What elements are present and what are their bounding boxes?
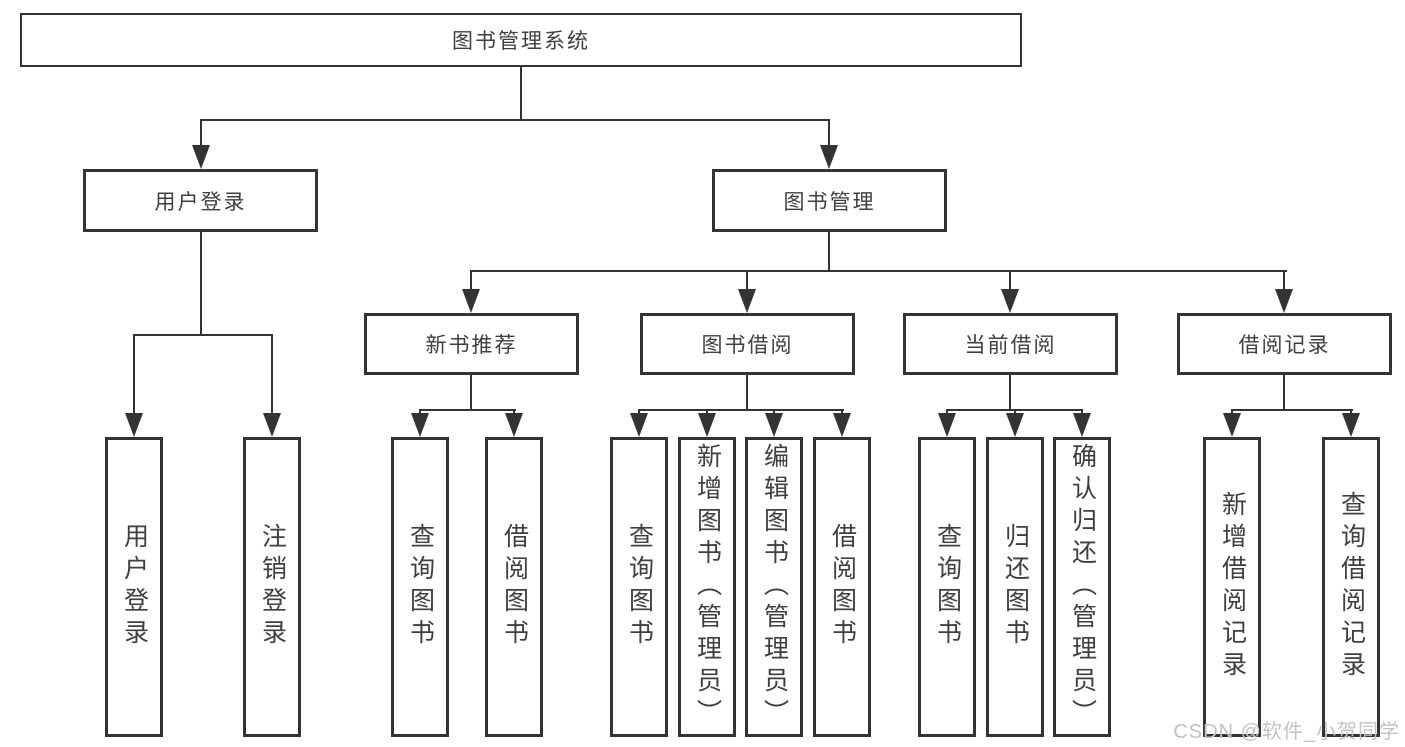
leaf-label: 注销登录 (258, 523, 287, 651)
node-leaf-user-login: 用户登录 (105, 437, 163, 737)
node-leaf-query-books-current: 查询图书 (918, 437, 976, 737)
connector-arrowhead (1073, 413, 1091, 437)
connector-arrowhead (630, 413, 648, 437)
node-borrowing-records: 借阅记录 (1177, 313, 1392, 375)
connector-line (638, 409, 844, 411)
connector-arrowhead (411, 413, 429, 437)
connector-arrowhead (505, 413, 523, 437)
connector-line (200, 119, 830, 121)
connector-arrowhead (192, 145, 210, 169)
connector-arrowhead (833, 413, 851, 437)
leaf-label: 确认归还（管理员） (1068, 443, 1097, 731)
connector-arrowhead (765, 413, 783, 437)
connector-line (200, 119, 202, 147)
node-book-borrowing: 图书借阅 (640, 313, 855, 375)
connector-arrowhead (263, 413, 281, 437)
leaf-label: 查询借阅记录 (1337, 491, 1366, 683)
leaf-label: 查询图书 (406, 523, 435, 651)
node-leaf-logout: 注销登录 (243, 437, 301, 737)
leaf-label: 归还图书 (1001, 523, 1030, 651)
connector-line (1283, 375, 1285, 410)
node-current-borrowing: 当前借阅 (903, 313, 1118, 375)
node-leaf-query-books-borrowing: 查询图书 (610, 437, 668, 737)
leaf-label: 用户登录 (120, 523, 149, 651)
leaf-label: 新增图书（管理员） (693, 443, 722, 731)
leaf-label: 查询图书 (625, 523, 654, 651)
connector-arrowhead (1342, 413, 1360, 437)
node-leaf-add-book-admin: 新增图书（管理员） (678, 437, 736, 737)
node-user-login: 用户登录 (83, 169, 318, 232)
node-leaf-borrow-books-recommend: 借阅图书 (485, 437, 543, 737)
connector-line (828, 119, 830, 147)
connector-line (470, 270, 1287, 272)
connector-line (470, 375, 472, 410)
connector-line (470, 270, 472, 291)
node-leaf-borrow-books-borrowing: 借阅图书 (813, 437, 871, 737)
connector-line (419, 409, 516, 411)
node-library-management-system: 图书管理系统 (20, 13, 1022, 67)
node-leaf-query-books-recommend: 查询图书 (391, 437, 449, 737)
leaf-label: 查询图书 (933, 523, 962, 651)
connector-arrowhead (125, 413, 143, 437)
node-leaf-query-borrow-record: 查询借阅记录 (1322, 437, 1380, 737)
connector-line (1231, 409, 1353, 411)
leaf-label: 借阅图书 (828, 523, 857, 651)
node-leaf-add-borrow-record: 新增借阅记录 (1203, 437, 1261, 737)
node-leaf-edit-book-admin: 编辑图书（管理员） (745, 437, 803, 737)
node-new-book-recommend: 新书推荐 (364, 313, 579, 375)
connector-arrowhead (1001, 289, 1019, 313)
connector-line (828, 232, 830, 271)
connector-line (1009, 270, 1011, 291)
leaf-label: 编辑图书（管理员） (760, 443, 789, 731)
connector-arrowhead (738, 289, 756, 313)
connector-arrowhead (938, 413, 956, 437)
connector-line (1009, 375, 1011, 410)
connector-arrowhead (1275, 289, 1293, 313)
connector-arrowhead (820, 145, 838, 169)
connector-arrowhead (1006, 413, 1024, 437)
node-leaf-confirm-return-admin: 确认归还（管理员） (1053, 437, 1111, 737)
csdn-watermark: CSDN @软件_小贺同学 (1173, 721, 1400, 743)
connector-line (746, 270, 748, 291)
node-leaf-return-book: 归还图书 (986, 437, 1044, 737)
connector-line (1283, 270, 1285, 291)
connector-arrowhead (462, 289, 480, 313)
leaf-label: 借阅图书 (500, 523, 529, 651)
leaf-label: 新增借阅记录 (1218, 491, 1247, 683)
connector-arrowhead (1223, 413, 1241, 437)
connector-line (133, 334, 273, 336)
connector-arrowhead (698, 413, 716, 437)
node-book-management: 图书管理 (712, 169, 947, 232)
connector-line (271, 334, 273, 415)
connector-line (520, 67, 522, 120)
connector-line (200, 232, 202, 335)
connector-line (133, 334, 135, 415)
connector-line (746, 375, 748, 410)
